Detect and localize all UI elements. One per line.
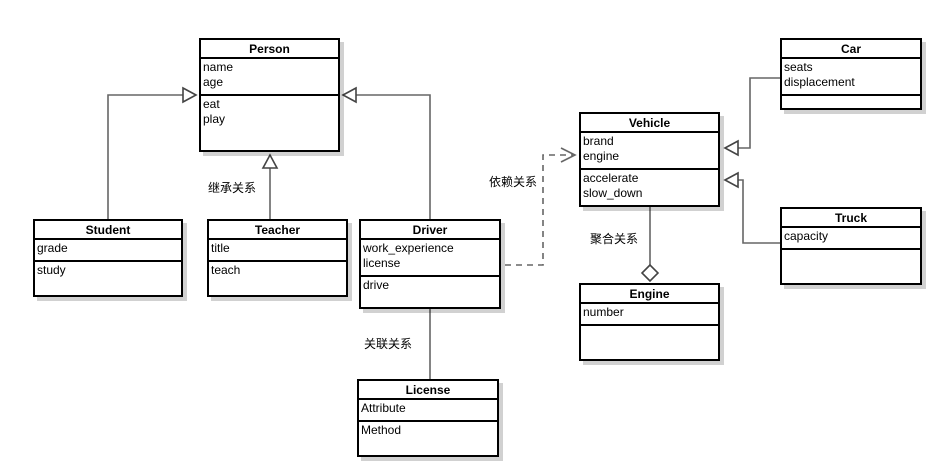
class-operation: slow_down [583,186,643,200]
class-box-truck[interactable]: Truck capacity [780,207,922,285]
class-operation: Method [361,423,402,437]
class-attribute: name [203,60,234,74]
class-operations [782,96,920,99]
class-operation: drive [363,278,390,292]
class-attributes: Attribute [359,400,497,422]
class-attribute: work_experience [363,241,454,255]
class-box-engine[interactable]: Engine number [579,283,720,361]
class-title: Teacher [209,221,346,240]
arrowhead-generalization-vehicle-truck [723,171,739,189]
class-operations [581,326,718,329]
class-title: Person [201,40,338,59]
class-title: Engine [581,285,718,304]
class-title: License [359,381,497,400]
class-attribute: number [583,305,624,319]
arrowhead-generalization-person-left [182,86,198,104]
edge-label-aggregation: 聚合关系 [588,232,641,246]
class-attributes: number [581,304,718,326]
class-operation: eat [203,97,220,111]
arrowhead-aggregation-engine [640,263,660,283]
class-title: Driver [361,221,499,240]
class-attributes: title [209,240,346,262]
class-operation: teach [211,263,241,277]
arrowhead-dependency-vehicle [560,147,577,163]
class-operation: play [203,112,226,126]
class-attributes: grade [35,240,181,262]
class-attribute: capacity [784,229,829,243]
class-box-license[interactable]: License Attribute Method [357,379,499,457]
class-attribute: age [203,75,224,89]
class-operation: study [37,263,66,277]
edge-driver-person [343,94,431,219]
edge-label-inheritance: 继承关系 [206,181,259,195]
arrowhead-generalization-person-right [341,86,357,104]
edge-driver-vehicle [505,154,573,266]
class-attribute: displacement [784,75,855,89]
class-attribute: title [211,241,230,255]
class-box-student[interactable]: Student grade study [33,219,183,297]
class-title: Student [35,221,181,240]
class-title: Truck [782,209,920,228]
class-attribute: seats [784,60,813,74]
class-title: Vehicle [581,114,718,133]
class-operations: drive [361,277,499,295]
class-attribute: brand [583,134,614,148]
class-attribute: engine [583,149,620,163]
edge-truck-vehicle [725,179,780,244]
class-attribute: license [363,256,401,270]
class-operations: teach [209,262,346,280]
edge-label-dependency: 依赖关系 [487,175,540,189]
class-operation: accelerate [583,171,639,185]
arrowhead-generalization-vehicle-car [723,139,739,157]
class-title: Car [782,40,920,59]
class-attributes: capacity [782,228,920,250]
class-operations: study [35,262,181,280]
edge-student-person [107,94,196,219]
edge-car-vehicle [725,77,780,149]
class-operations [782,250,920,253]
edge-label-association: 关联关系 [362,337,415,351]
arrowhead-generalization-person-bottom [261,153,279,169]
class-attribute: Attribute [361,401,406,415]
class-operations: Method [359,422,497,440]
class-attribute: grade [37,241,68,255]
class-box-teacher[interactable]: Teacher title teach [207,219,348,297]
